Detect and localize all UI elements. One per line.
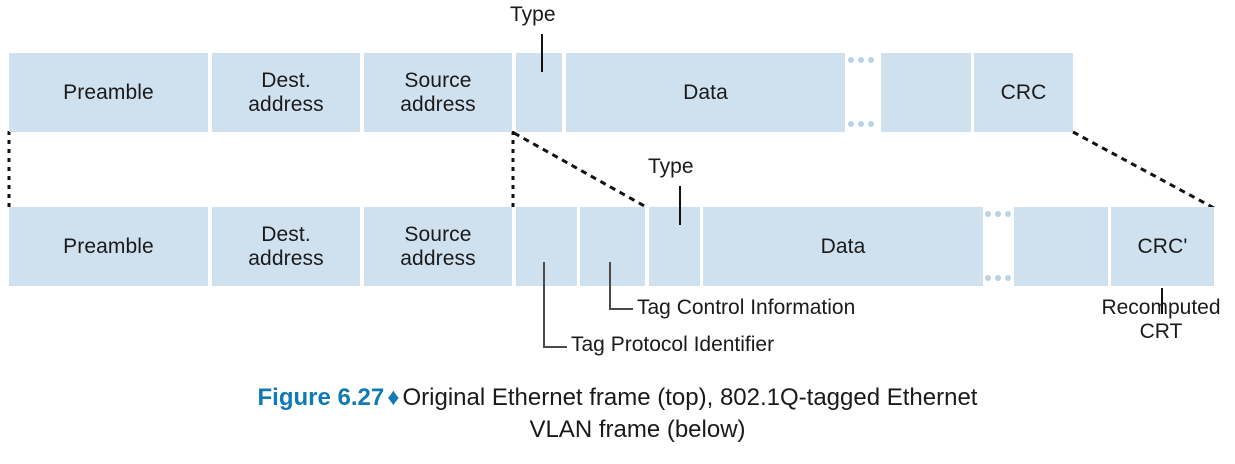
dot <box>858 57 864 63</box>
dot <box>985 211 991 217</box>
bottom-break-dots-upper <box>985 211 1011 217</box>
figure-separator-diamond: ♦ <box>387 384 400 411</box>
top-field-crc: CRC <box>974 53 1073 132</box>
bottom-field-dest-address: Dest. address <box>212 207 360 286</box>
figure-caption-line1: Figure 6.27♦Original Ethernet frame (top… <box>0 382 1235 414</box>
bottom-callout-recomputed-crc-leader <box>1161 288 1163 314</box>
top-field-source-address-line1: Source <box>404 69 472 93</box>
top-field-data-continued <box>881 53 971 132</box>
dashed-connector-right <box>1072 130 1215 210</box>
bottom-field-data-continued <box>1014 207 1108 286</box>
bottom-field-crc-prime-label: CRC' <box>1137 234 1188 258</box>
bottom-field-source-address-line2: address <box>400 246 476 270</box>
top-field-preamble-label: Preamble <box>63 80 154 104</box>
bottom-field-preamble: Preamble <box>9 207 208 286</box>
dot <box>995 211 1001 217</box>
top-field-preamble: Preamble <box>9 53 208 132</box>
bottom-field-source-address: Source address <box>364 207 512 286</box>
bottom-field-dest-address-line1: Dest. <box>261 223 311 247</box>
bottom-callout-recomputed-crc-label: Recomputed CRT <box>1061 296 1235 344</box>
bottom-field-data: Data <box>703 207 983 286</box>
bottom-callout-tpid-leader <box>543 262 567 348</box>
figure-caption-text-line1: Original Ethernet frame (top), 802.1Q-ta… <box>402 384 978 411</box>
dot <box>868 121 874 127</box>
top-field-source-address: Source address <box>364 53 512 132</box>
dot <box>1005 211 1011 217</box>
bottom-callout-tci-leader <box>609 262 633 310</box>
bottom-field-preamble-label: Preamble <box>63 234 154 258</box>
top-field-dest-address: Dest. address <box>212 53 360 132</box>
top-callout-type-label: Type <box>510 3 556 26</box>
dot <box>995 275 1001 281</box>
top-field-dest-address-line1: Dest. <box>261 69 311 93</box>
bottom-break-dots-lower <box>985 275 1011 281</box>
figure-number: Figure 6.27 <box>257 384 385 411</box>
bottom-field-crc-prime: CRC' <box>1111 207 1214 286</box>
top-break-dots-lower <box>848 121 874 127</box>
figure-caption-text-line2: VLAN frame (below) <box>529 415 746 443</box>
bottom-field-type <box>649 207 700 286</box>
bottom-callout-tci-label: Tag Control Information <box>637 296 856 319</box>
top-field-source-address-line2: address <box>400 92 476 116</box>
top-field-dest-address-line2: address <box>248 92 324 116</box>
bottom-callout-type-label: Type <box>648 155 694 178</box>
bottom-field-dest-address-line2: address <box>248 246 324 270</box>
bottom-callout-type-leader <box>679 186 681 225</box>
dot <box>858 121 864 127</box>
top-field-data: Data <box>566 53 845 132</box>
recomputed-crc-line2: CRT <box>1139 320 1183 344</box>
bottom-field-source-address-line1: Source <box>404 223 472 247</box>
top-callout-type-leader <box>541 34 543 72</box>
top-field-crc-label: CRC <box>1000 80 1047 104</box>
dot <box>1005 275 1011 281</box>
bottom-field-data-label: Data <box>820 234 866 258</box>
bottom-field-tag-protocol-identifier <box>516 207 577 286</box>
top-field-data-label: Data <box>683 80 728 104</box>
bottom-callout-tpid-label: Tag Protocol Identifier <box>571 333 775 356</box>
dashed-connector-left <box>513 131 649 210</box>
bottom-field-tag-control-information <box>580 207 645 286</box>
figure-caption: Figure 6.27♦Original Ethernet frame (top… <box>0 382 1235 445</box>
dot <box>848 57 854 63</box>
recomputed-crc-line1: Recomputed <box>1101 296 1221 319</box>
dot <box>985 275 991 281</box>
dot <box>868 57 874 63</box>
top-field-type <box>516 53 562 132</box>
dot <box>848 121 854 127</box>
top-break-dots-upper <box>848 57 874 63</box>
